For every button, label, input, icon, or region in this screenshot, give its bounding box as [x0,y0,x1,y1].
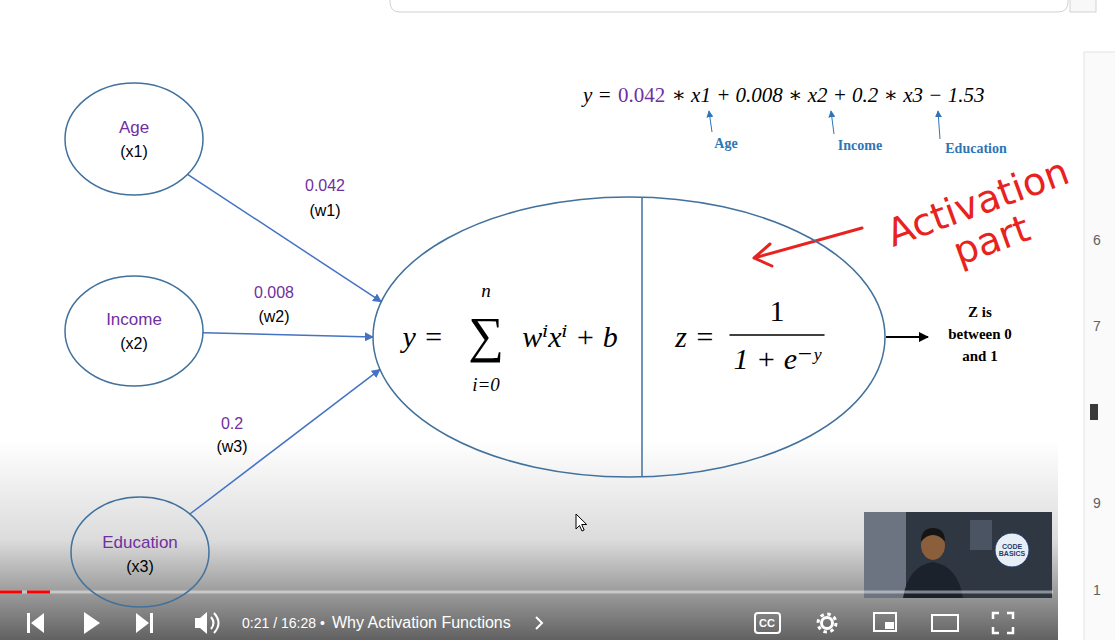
outline-ellipse [65,276,203,386]
formula-part: y = [402,322,443,352]
sidebar-number: 7 [1093,318,1101,334]
progress-played [27,591,50,594]
sidebar-number: 1 [1093,582,1101,598]
fullscreen-icon [993,613,1013,633]
variable-tag: Education [945,141,1006,157]
node-outline [64,275,204,387]
captions-text: CC [759,617,775,630]
node-outline [64,82,204,196]
variable-tag: Age [714,136,737,152]
weight-name: (w3) [216,438,247,456]
sidebar-number: 6 [1093,232,1101,248]
weight-connector [190,369,380,514]
sum-sign: ∑ [468,310,504,360]
output-arrow [886,336,928,338]
equation-line: y =0.042 ∗ x1 + 0.008 ∗ x2 + 0.2 ∗ x3 − 1… [583,83,991,107]
input-name: Education [102,533,178,553]
theater-icon [932,615,958,631]
volume-waves [211,613,219,633]
sidebar-number: 9 [1093,495,1101,511]
miniplayer-icon [874,613,896,631]
progress-track [0,591,1053,594]
output-note: Z is between 0 and 1 [942,302,1018,367]
variable-tag: Income [838,138,882,154]
input-name: Income [106,310,162,330]
volume-icon [195,612,207,634]
input-name: Age [119,118,149,138]
separator-dot: • [320,615,325,631]
time-display: 0:21 / 16:28 [242,615,316,631]
previous-icon [27,613,44,633]
pointer-arrow [938,111,940,139]
annotation-arrow [754,228,862,266]
chapter-chevron [536,617,542,629]
logo-text: CODE BASICS [997,543,1027,557]
progress-played [0,591,22,594]
sum-limit: i=0 [472,375,500,394]
webcam-window [864,512,906,598]
outline-ellipse [65,83,203,195]
mouse-cursor [576,514,587,531]
weight-connector [188,174,382,301]
channel-logo [995,533,1029,567]
equation-coefficient: 0.042 [618,83,665,107]
weight-name: (w1) [309,202,340,220]
fraction-numerator: 1 [770,296,785,326]
miniplayer-inset [885,622,894,629]
settings-teeth [818,614,836,632]
equation-part: y = [583,83,612,107]
player-shade [0,440,1058,640]
neuron-divider [641,198,643,476]
captions-button [755,613,780,633]
pointer-arrow [709,111,712,132]
fraction-denominator: 1 + e⁻ʸ [733,344,820,374]
neuron-ellipse: y = ∑ n i=0 wⁱxⁱ + b z = 1 1 + e⁻ʸ [372,196,886,478]
sum-limit: n [481,281,491,300]
input-circle: Education (x3) [70,496,210,608]
play-icon [84,612,100,634]
sidebar-panel [1084,52,1115,640]
weight-value: 0.042 [305,177,345,195]
search-button [1070,0,1096,12]
pointer-arrow [831,111,834,134]
chapter-title: Why Activation Functions [332,614,511,632]
input-circle: Income (x2) [64,275,204,387]
weight-name: (w2) [258,308,289,326]
input-variable: (x2) [120,335,148,353]
outline-ellipse [71,497,209,607]
webcam-person-hair [921,528,945,542]
webcam-frame [864,512,1052,598]
input-circle: Age (x1) [64,82,204,196]
input-variable: (x1) [120,143,148,161]
outline-ellipse [373,197,885,477]
search-box [390,0,1068,12]
formula-part: wⁱxⁱ + b [522,322,618,352]
next-icon [136,613,153,633]
settings-icon [822,618,833,629]
node-outline [372,196,886,478]
weight-value: 0.008 [254,284,294,302]
weight-connector [203,333,373,337]
input-variable: (x3) [126,558,154,576]
equation-part: ∗ x1 + 0.008 ∗ x2 + 0.2 ∗ x3 − 1.53 [672,83,985,107]
weight-value: 0.2 [221,415,243,433]
webcam-shelf [970,520,992,550]
handwritten-note: Activation part [859,143,1112,300]
formula-part: z = [675,322,714,352]
sidebar-icon [1090,404,1098,420]
fraction-bar [729,334,824,336]
